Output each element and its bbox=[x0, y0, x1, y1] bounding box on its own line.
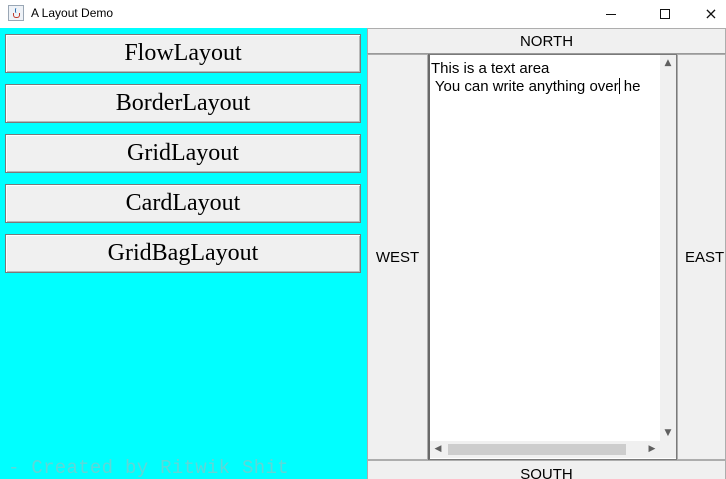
minimize-button[interactable] bbox=[588, 0, 634, 28]
scrollbar-corner bbox=[660, 441, 676, 458]
window-title: A Layout Demo bbox=[31, 6, 114, 20]
text-line-1: This is a text area bbox=[431, 60, 550, 77]
gridlayout-button[interactable]: GridLayout bbox=[5, 134, 361, 173]
credit-label: - Created by Ritwik Shit bbox=[8, 457, 289, 479]
text-caret bbox=[618, 78, 620, 94]
close-button[interactable]: × bbox=[688, 0, 726, 28]
borderlayout-button[interactable]: BorderLayout bbox=[5, 84, 361, 123]
maximize-button[interactable] bbox=[642, 0, 688, 28]
java-icon bbox=[8, 5, 24, 21]
layout-selector-panel: FlowLayout BorderLayout GridLayout CardL… bbox=[0, 28, 367, 479]
horizontal-scrollbar[interactable]: ◀ ▶ bbox=[430, 441, 660, 458]
west-button[interactable]: WEST bbox=[367, 54, 428, 460]
scroll-up-icon[interactable]: ▲ bbox=[664, 58, 672, 68]
text-area-scroll-pane: This is a text area You can write anythi… bbox=[428, 54, 677, 460]
close-icon: × bbox=[704, 4, 718, 23]
east-button[interactable]: EAST bbox=[677, 54, 726, 460]
text-area[interactable]: This is a text area You can write anythi… bbox=[430, 55, 660, 441]
vertical-scrollbar[interactable]: ▲ ▼ bbox=[660, 55, 676, 441]
flowlayout-button[interactable]: FlowLayout bbox=[5, 34, 361, 73]
north-button[interactable]: NORTH bbox=[367, 28, 726, 54]
border-layout-demo: NORTH WEST This is a text area You can w… bbox=[367, 28, 726, 479]
horizontal-scroll-thumb[interactable] bbox=[448, 444, 626, 455]
gridbaglayout-button[interactable]: GridBagLayout bbox=[5, 234, 361, 273]
text-line-2: You can write anything over bbox=[431, 78, 619, 95]
minimize-icon bbox=[606, 13, 616, 15]
title-bar[interactable]: A Layout Demo × bbox=[0, 0, 726, 28]
scroll-left-icon[interactable]: ◀ bbox=[434, 444, 442, 454]
text-line-2-overflow: he bbox=[619, 78, 641, 95]
maximize-icon bbox=[660, 9, 670, 19]
scroll-down-icon[interactable]: ▼ bbox=[664, 428, 672, 438]
south-button[interactable]: SOUTH bbox=[367, 460, 726, 479]
cardlayout-button[interactable]: CardLayout bbox=[5, 184, 361, 223]
scroll-right-icon[interactable]: ▶ bbox=[648, 444, 656, 454]
